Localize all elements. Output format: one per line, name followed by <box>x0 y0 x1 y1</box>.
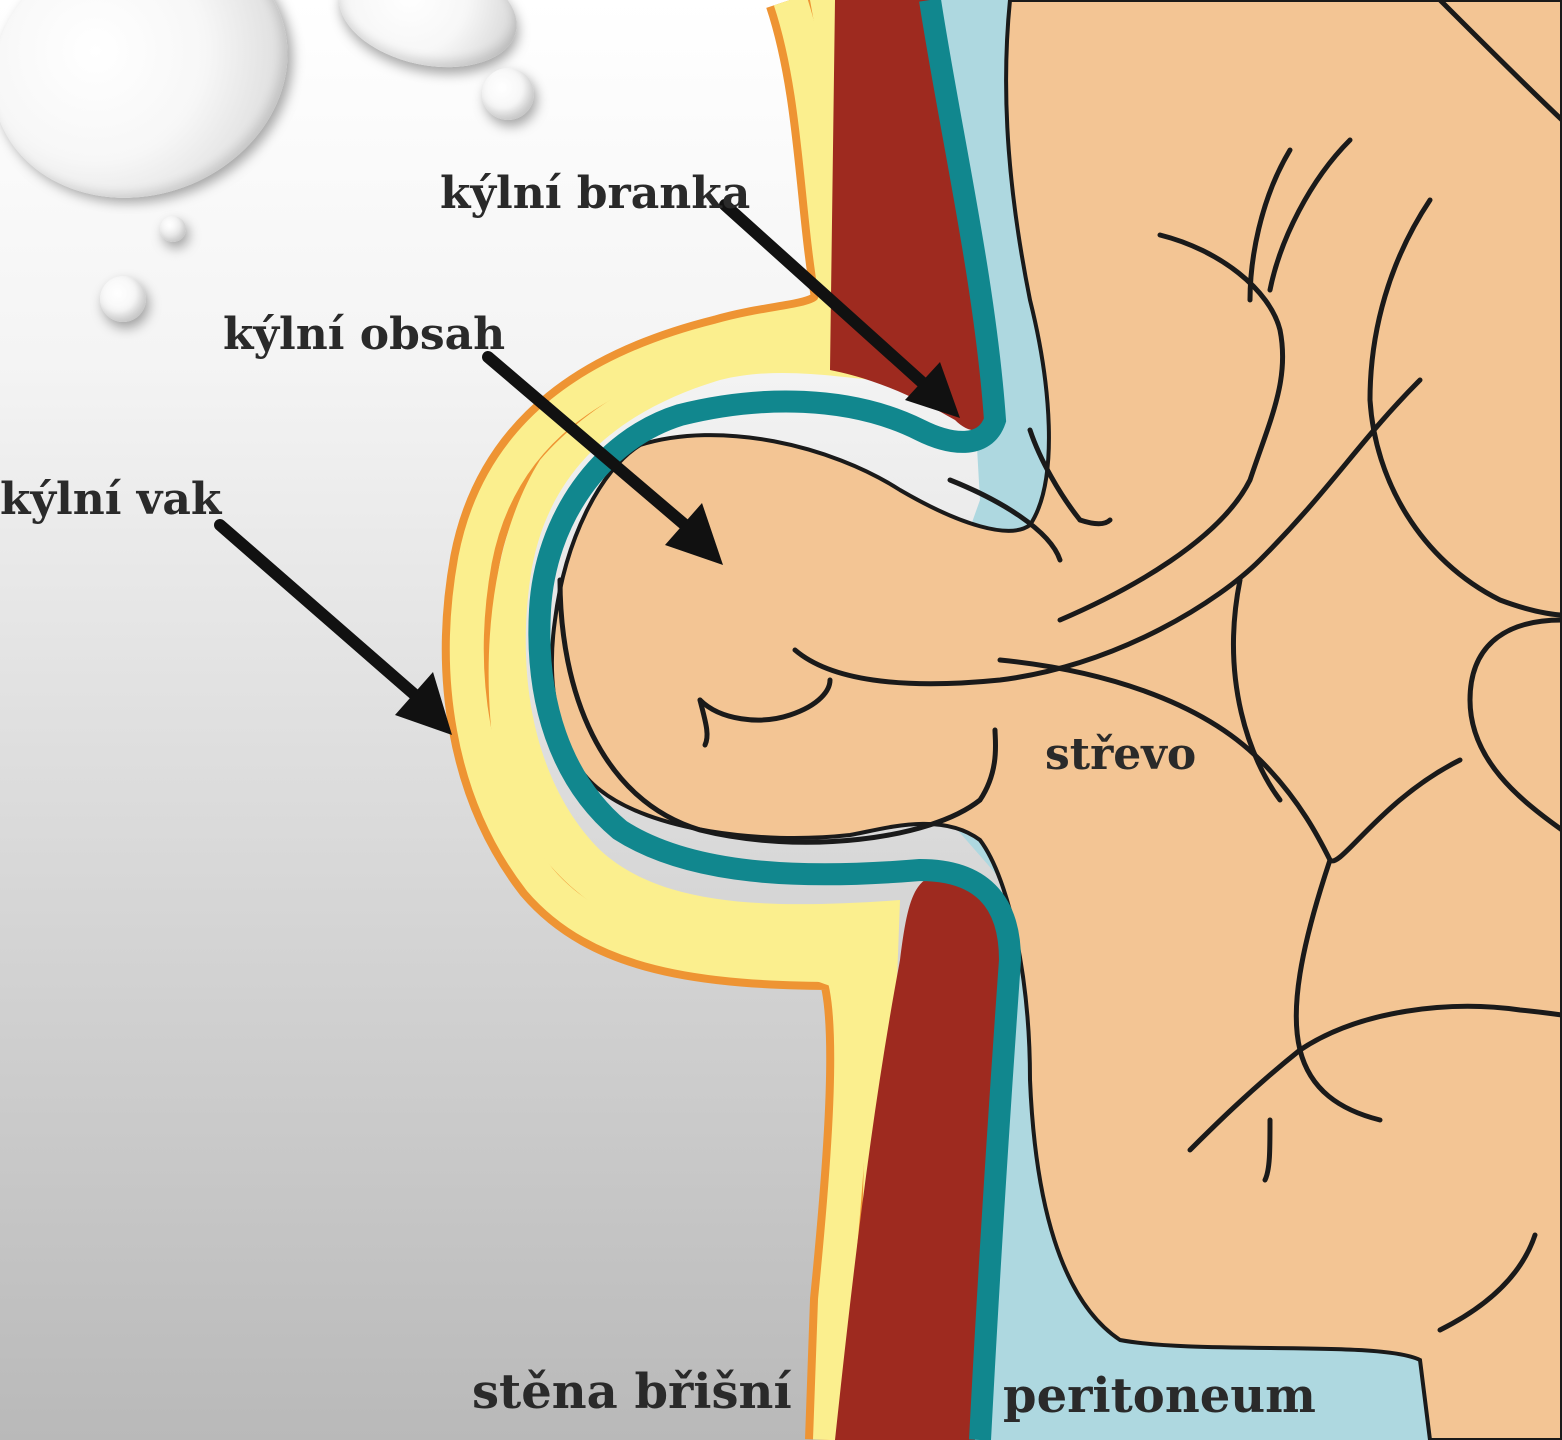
label-kylni-vak: kýlní vak <box>0 478 221 522</box>
label-kylni-branka: kýlní branka <box>440 172 750 216</box>
label-kylni-obsah: kýlní obsah <box>223 313 505 357</box>
label-strevo: střevo <box>1045 733 1196 777</box>
label-peritoneum: peritoneum <box>1003 1372 1316 1420</box>
label-stena-brisni: stěna břišní <box>472 1368 792 1416</box>
arrow-kylni-vak-line <box>220 525 415 695</box>
